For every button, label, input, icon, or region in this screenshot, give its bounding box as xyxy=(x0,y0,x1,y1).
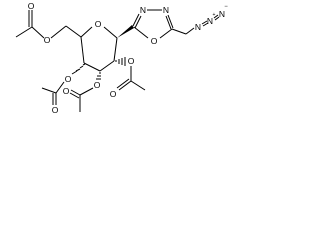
bond-acetyl-methyl-c4 xyxy=(41,87,57,94)
bond-o1-c2 xyxy=(133,26,149,39)
c2-ester-oxygen-label: O xyxy=(128,56,135,66)
oxadiazole-n3-label: N xyxy=(140,5,146,15)
azide-n3-charge: − xyxy=(224,4,228,10)
azide-n1-label: N xyxy=(195,22,201,32)
molecule-structure-diagram: O O O O O O O xyxy=(15,1,228,115)
bond-c3-c4 xyxy=(83,62,101,72)
bond-c6-o xyxy=(50,25,67,39)
azide-n2-charge: + xyxy=(213,12,216,18)
bond-c5-o xyxy=(80,26,93,38)
c3-carbonyl-oxygen-label: O xyxy=(63,86,70,96)
oxadiazole-oxygen-label: O xyxy=(151,36,158,46)
bond-c5-o1 xyxy=(159,28,173,39)
bond-c4-c5 xyxy=(80,36,85,64)
c3-acetate-group xyxy=(69,72,101,112)
bond-c5-c6 xyxy=(65,25,82,38)
bond-c2-n3-double xyxy=(134,15,142,29)
bond-o-carbonyl-c3 xyxy=(79,87,94,96)
bond-o-carbonyl-c4 xyxy=(55,81,65,94)
ring-oxygen-label: O xyxy=(95,19,102,29)
bond-ch2-n xyxy=(185,27,195,35)
c6-carbonyl-oxygen-label: O xyxy=(28,1,35,11)
c4-carbonyl-oxygen-label: O xyxy=(52,105,59,115)
c2-carbonyl-oxygen-label: O xyxy=(110,89,117,99)
oxadiazole-ring xyxy=(132,9,174,39)
bond-carbonyl-double-c2-a xyxy=(118,80,132,91)
oxadiazole-n4-label: N xyxy=(163,5,169,15)
bond-n-n xyxy=(201,20,208,25)
bond-o-carbonyl-c xyxy=(31,26,45,39)
bond-c1-c2 xyxy=(113,37,118,62)
bond-carbonyl-double-c3-b xyxy=(69,92,80,99)
bond-n-n-terminal xyxy=(213,14,219,19)
pyranose-ring xyxy=(80,26,118,72)
c6-acetate-group xyxy=(15,10,82,39)
bond-c5-ch2 xyxy=(171,28,187,35)
hash-c4-2 xyxy=(79,65,84,69)
bond-n-n-terminal-double xyxy=(214,16,220,21)
c3-ester-oxygen-label: O xyxy=(94,80,101,90)
bond-carbonyl-double-c2-b xyxy=(116,78,130,89)
c6-ester-oxygen-label: O xyxy=(44,35,51,45)
azidomethyl-group xyxy=(171,14,220,35)
c4-acetate-group xyxy=(41,63,86,105)
bond-c2-n3 xyxy=(132,13,140,27)
c4-ester-oxygen-label: O xyxy=(65,74,72,84)
azide-n3-label: N xyxy=(219,9,225,19)
hash-c4-1 xyxy=(82,63,86,66)
bond-c2-c3 xyxy=(99,60,115,72)
azide-n2-label: N xyxy=(207,16,213,26)
bond-o-c1 xyxy=(103,26,118,39)
bond-n-n-double xyxy=(202,22,209,27)
bond-acetyl-methyl xyxy=(15,26,33,38)
wedge-bond-c1-oxadiazole xyxy=(117,25,134,38)
c2-acetate-group xyxy=(115,57,146,91)
hash-c4-4 xyxy=(71,70,78,75)
bond-n4-c5-double xyxy=(165,15,172,30)
bond-acetyl-methyl-c2 xyxy=(130,80,146,91)
bond-carbonyl-double-c3-a xyxy=(70,89,81,96)
bond-n4-c5 xyxy=(167,14,174,29)
